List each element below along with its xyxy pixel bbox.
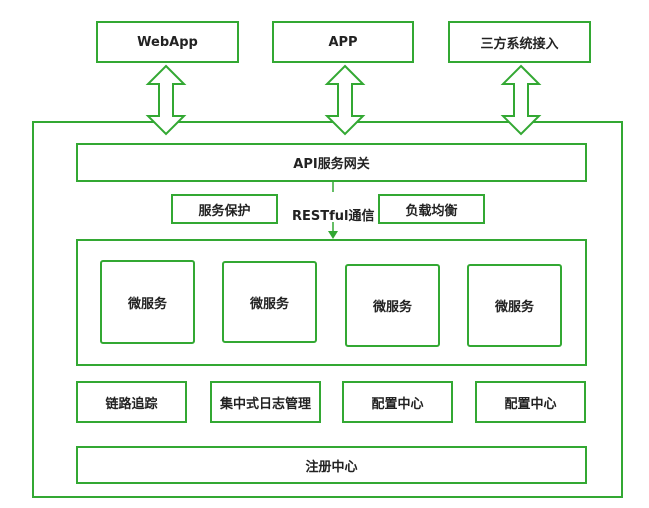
- service-protection-label: 服务保护: [198, 203, 251, 219]
- client-app-label: APP: [328, 34, 358, 50]
- client-app: APP: [272, 21, 414, 63]
- client-third-party: 三方系统接入: [448, 21, 591, 63]
- client-third-party-label: 三方系统接入: [480, 36, 559, 52]
- registry-center: 注册中心: [76, 446, 587, 484]
- infra-config-2-label: 配置中心: [504, 396, 557, 412]
- infra-logging-label: 集中式日志管理: [219, 396, 311, 412]
- infra-tracing: 链路追踪: [76, 381, 187, 423]
- infra-config-1-label: 配置中心: [371, 396, 424, 412]
- infra-logging: 集中式日志管理: [210, 381, 321, 423]
- infra-tracing-label: 链路追踪: [105, 396, 158, 412]
- microservice-3-label: 微服务: [372, 300, 412, 315]
- restful-label: RESTful通信: [292, 209, 375, 224]
- app-gateway-double-arrow: [324, 64, 366, 136]
- microservice-1-label: 微服务: [127, 296, 167, 312]
- microservice-3: 微服务: [345, 264, 440, 347]
- webapp-gateway-double-arrow: [145, 64, 187, 136]
- microservice-1: 微服务: [100, 260, 195, 344]
- restful-arrowhead: [328, 231, 338, 239]
- api-gateway-label: API服务网关: [293, 157, 370, 172]
- infra-config-2: 配置中心: [475, 381, 586, 423]
- microservice-4-label: 微服务: [494, 300, 534, 315]
- microservice-2-label: 微服务: [249, 296, 289, 312]
- thirdparty-gateway-double-arrow: [500, 64, 542, 136]
- load-balance-label: 负载均衡: [405, 203, 458, 219]
- load-balance: 负载均衡: [378, 194, 485, 224]
- microservice-4: 微服务: [467, 264, 562, 347]
- service-protection: 服务保护: [171, 194, 278, 224]
- client-webapp-label: WebApp: [137, 34, 198, 50]
- infra-config-1: 配置中心: [342, 381, 453, 423]
- system-frame: [32, 121, 623, 498]
- client-webapp: WebApp: [96, 21, 239, 63]
- registry-center-label: 注册中心: [305, 459, 358, 475]
- microservice-2: 微服务: [222, 261, 317, 343]
- api-gateway: API服务网关: [76, 143, 587, 182]
